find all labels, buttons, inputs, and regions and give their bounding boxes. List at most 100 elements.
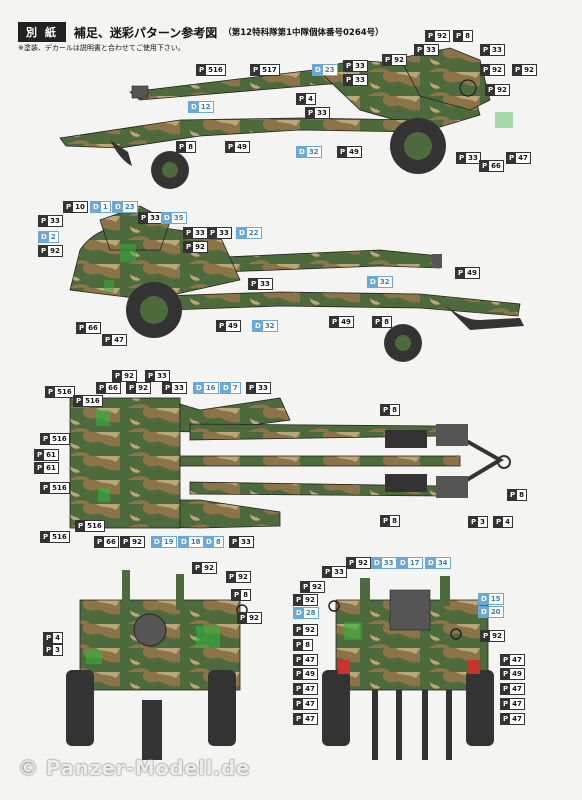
appendix-tag: 別 紙	[18, 22, 66, 42]
side-view-right	[69, 205, 524, 362]
sheet-title: 補足、迷彩パターン参考図	[73, 25, 218, 40]
sheet-header: 別 紙 補足、迷彩パターン参考図 （第12特科隊第1中隊個体番号0264号）	[18, 22, 384, 42]
sheet-subtitle: （第12特科隊第1中隊個体番号0264号）	[223, 28, 384, 38]
side-view-left	[59, 47, 513, 189]
paint-note: ※塗装、デカールは説明書と合わせてご使用下さい。	[18, 44, 185, 52]
front-view	[66, 570, 248, 760]
